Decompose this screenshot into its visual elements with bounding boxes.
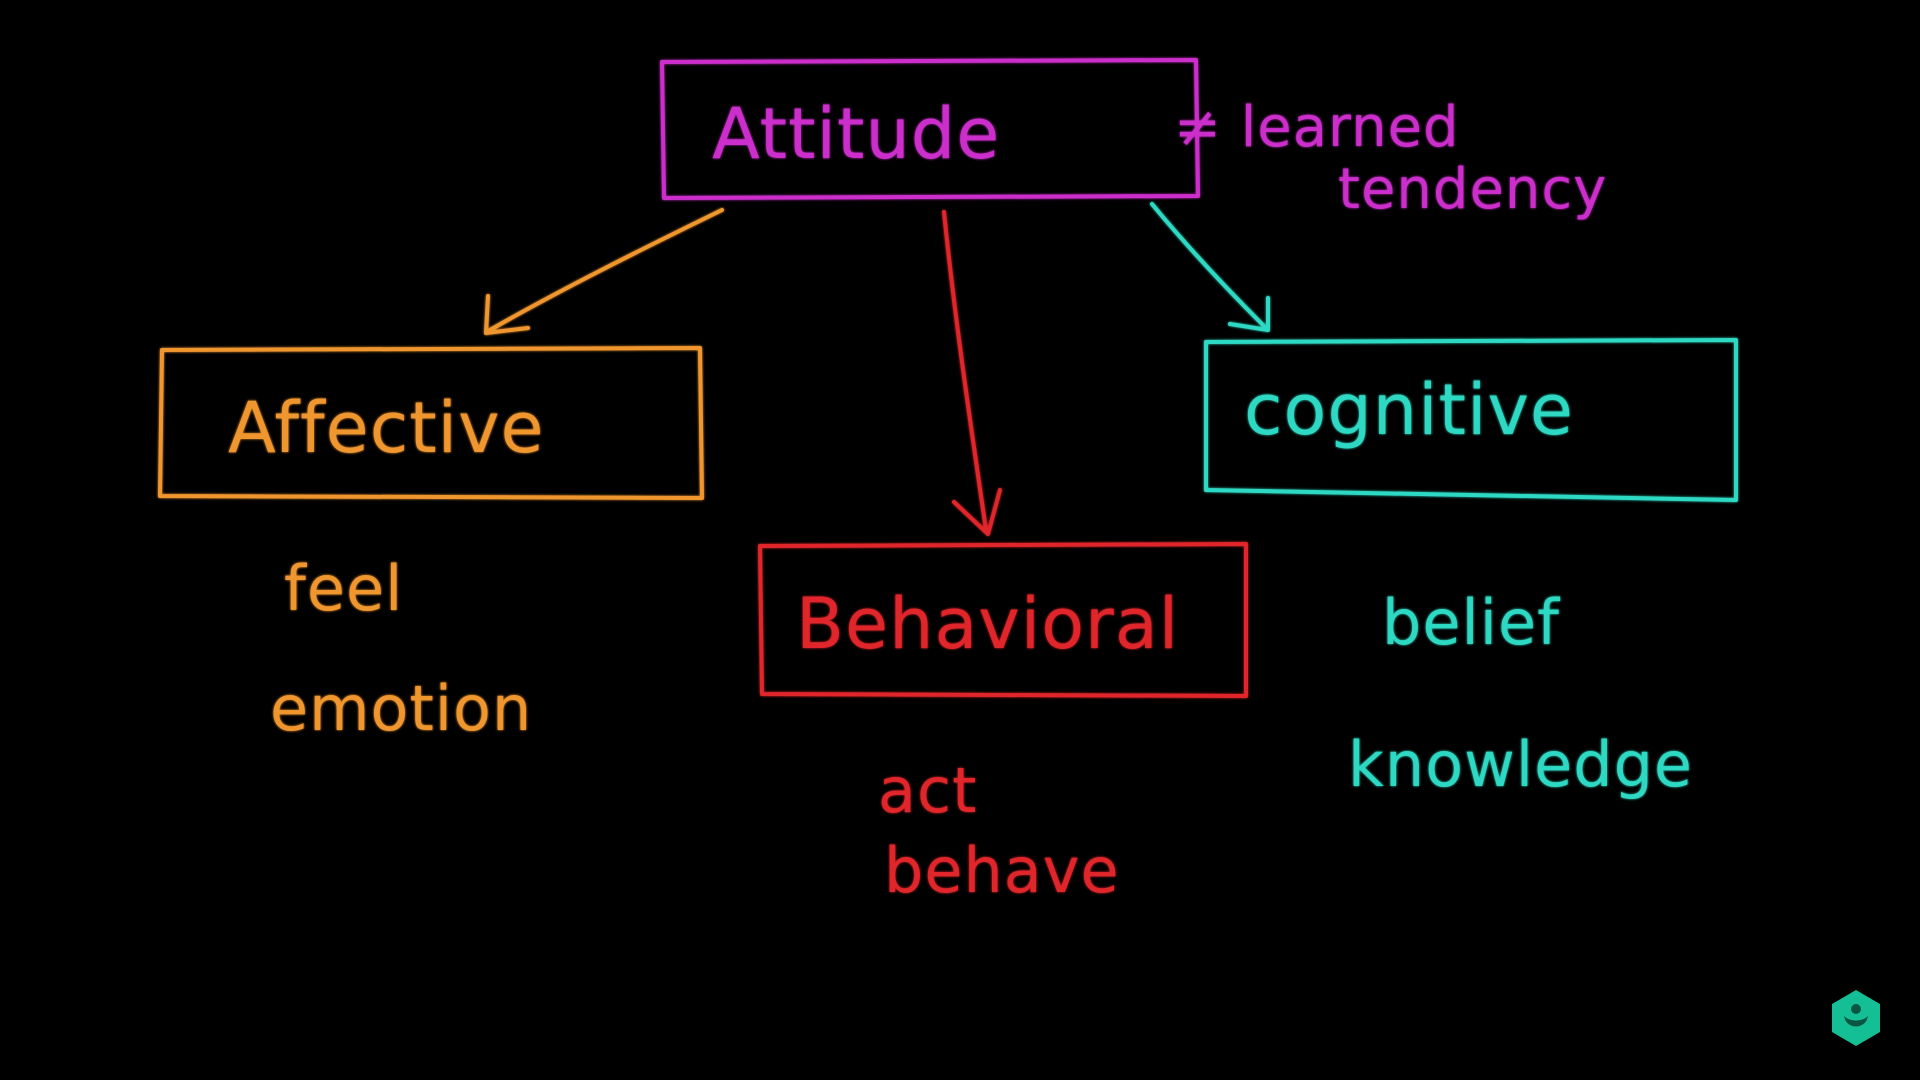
cognitive-note-1: belief xyxy=(1382,586,1561,659)
cognitive-box xyxy=(1204,338,1738,502)
behavioral-label: Behavioral xyxy=(796,583,1179,665)
behavioral-note-1: act xyxy=(878,754,977,827)
arrow-to-cognitive xyxy=(1150,202,1270,332)
arrow-to-behavioral xyxy=(942,210,1002,536)
behavioral-note-2: behave xyxy=(884,834,1120,907)
annotation-line-1: ≠ learned xyxy=(1174,95,1460,160)
affective-note-1: feel xyxy=(284,552,403,625)
annotation-line-2: tendency xyxy=(1338,157,1607,222)
khan-academy-logo-icon xyxy=(1832,990,1880,1046)
affective-label: Affective xyxy=(228,387,545,469)
attitude-box xyxy=(660,58,1200,200)
affective-note-2: emotion xyxy=(270,672,532,745)
affective-box xyxy=(158,346,704,500)
cognitive-note-2: knowledge xyxy=(1348,728,1693,801)
attitude-node: Attitude xyxy=(660,58,1200,200)
attitude-annotation: ≠ learned tendency xyxy=(1174,95,1607,222)
behavioral-node: Behavioral xyxy=(758,542,1248,698)
cognitive-label: cognitive xyxy=(1244,369,1574,451)
arrow-to-affective xyxy=(484,208,724,335)
cognitive-node: cognitive xyxy=(1204,338,1738,502)
affective-node: Affective xyxy=(158,346,704,500)
attitude-label: Attitude xyxy=(712,93,1000,175)
behavioral-box xyxy=(758,542,1248,698)
